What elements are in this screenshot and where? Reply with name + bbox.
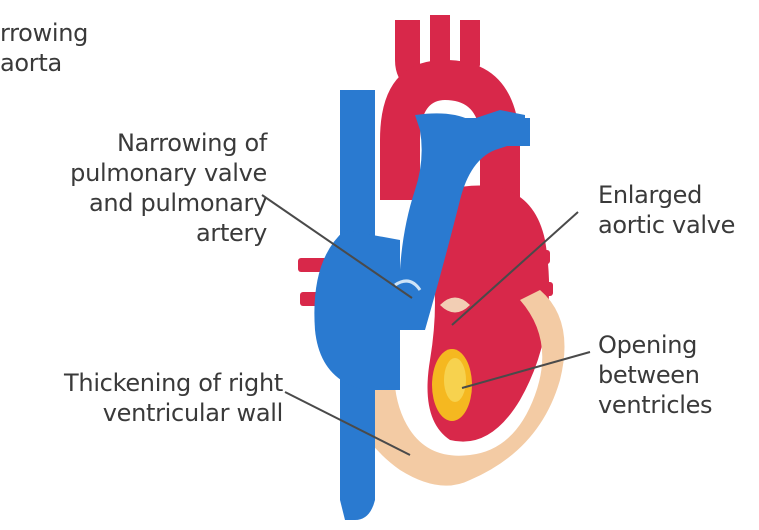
label-line: pulmonary valve [70,158,267,188]
label-line: ventricular wall [64,398,283,428]
label-line: and pulmonary [70,188,267,218]
label-line: aortic valve [598,210,735,240]
label-pulmonary-narrowing: Narrowing of pulmonary valve and pulmona… [70,128,267,248]
label-line: artery [70,218,267,248]
label-narrowing-aorta: rrowing aorta [0,18,88,78]
septal-opening [432,349,472,421]
label-line: ventricles [598,390,712,420]
label-opening-between-ventricles: Opening between ventricles [598,330,712,420]
label-line: Enlarged [598,180,735,210]
label-line: between [598,360,712,390]
label-line: rrowing [0,18,88,48]
label-line: Thickening of right [64,368,283,398]
label-line: aorta [0,48,88,78]
label-line: Opening [598,330,712,360]
label-line: Narrowing of [70,128,267,158]
label-enlarged-aortic-valve: Enlarged aortic valve [598,180,735,240]
label-thickening-right-wall: Thickening of right ventricular wall [64,368,283,428]
